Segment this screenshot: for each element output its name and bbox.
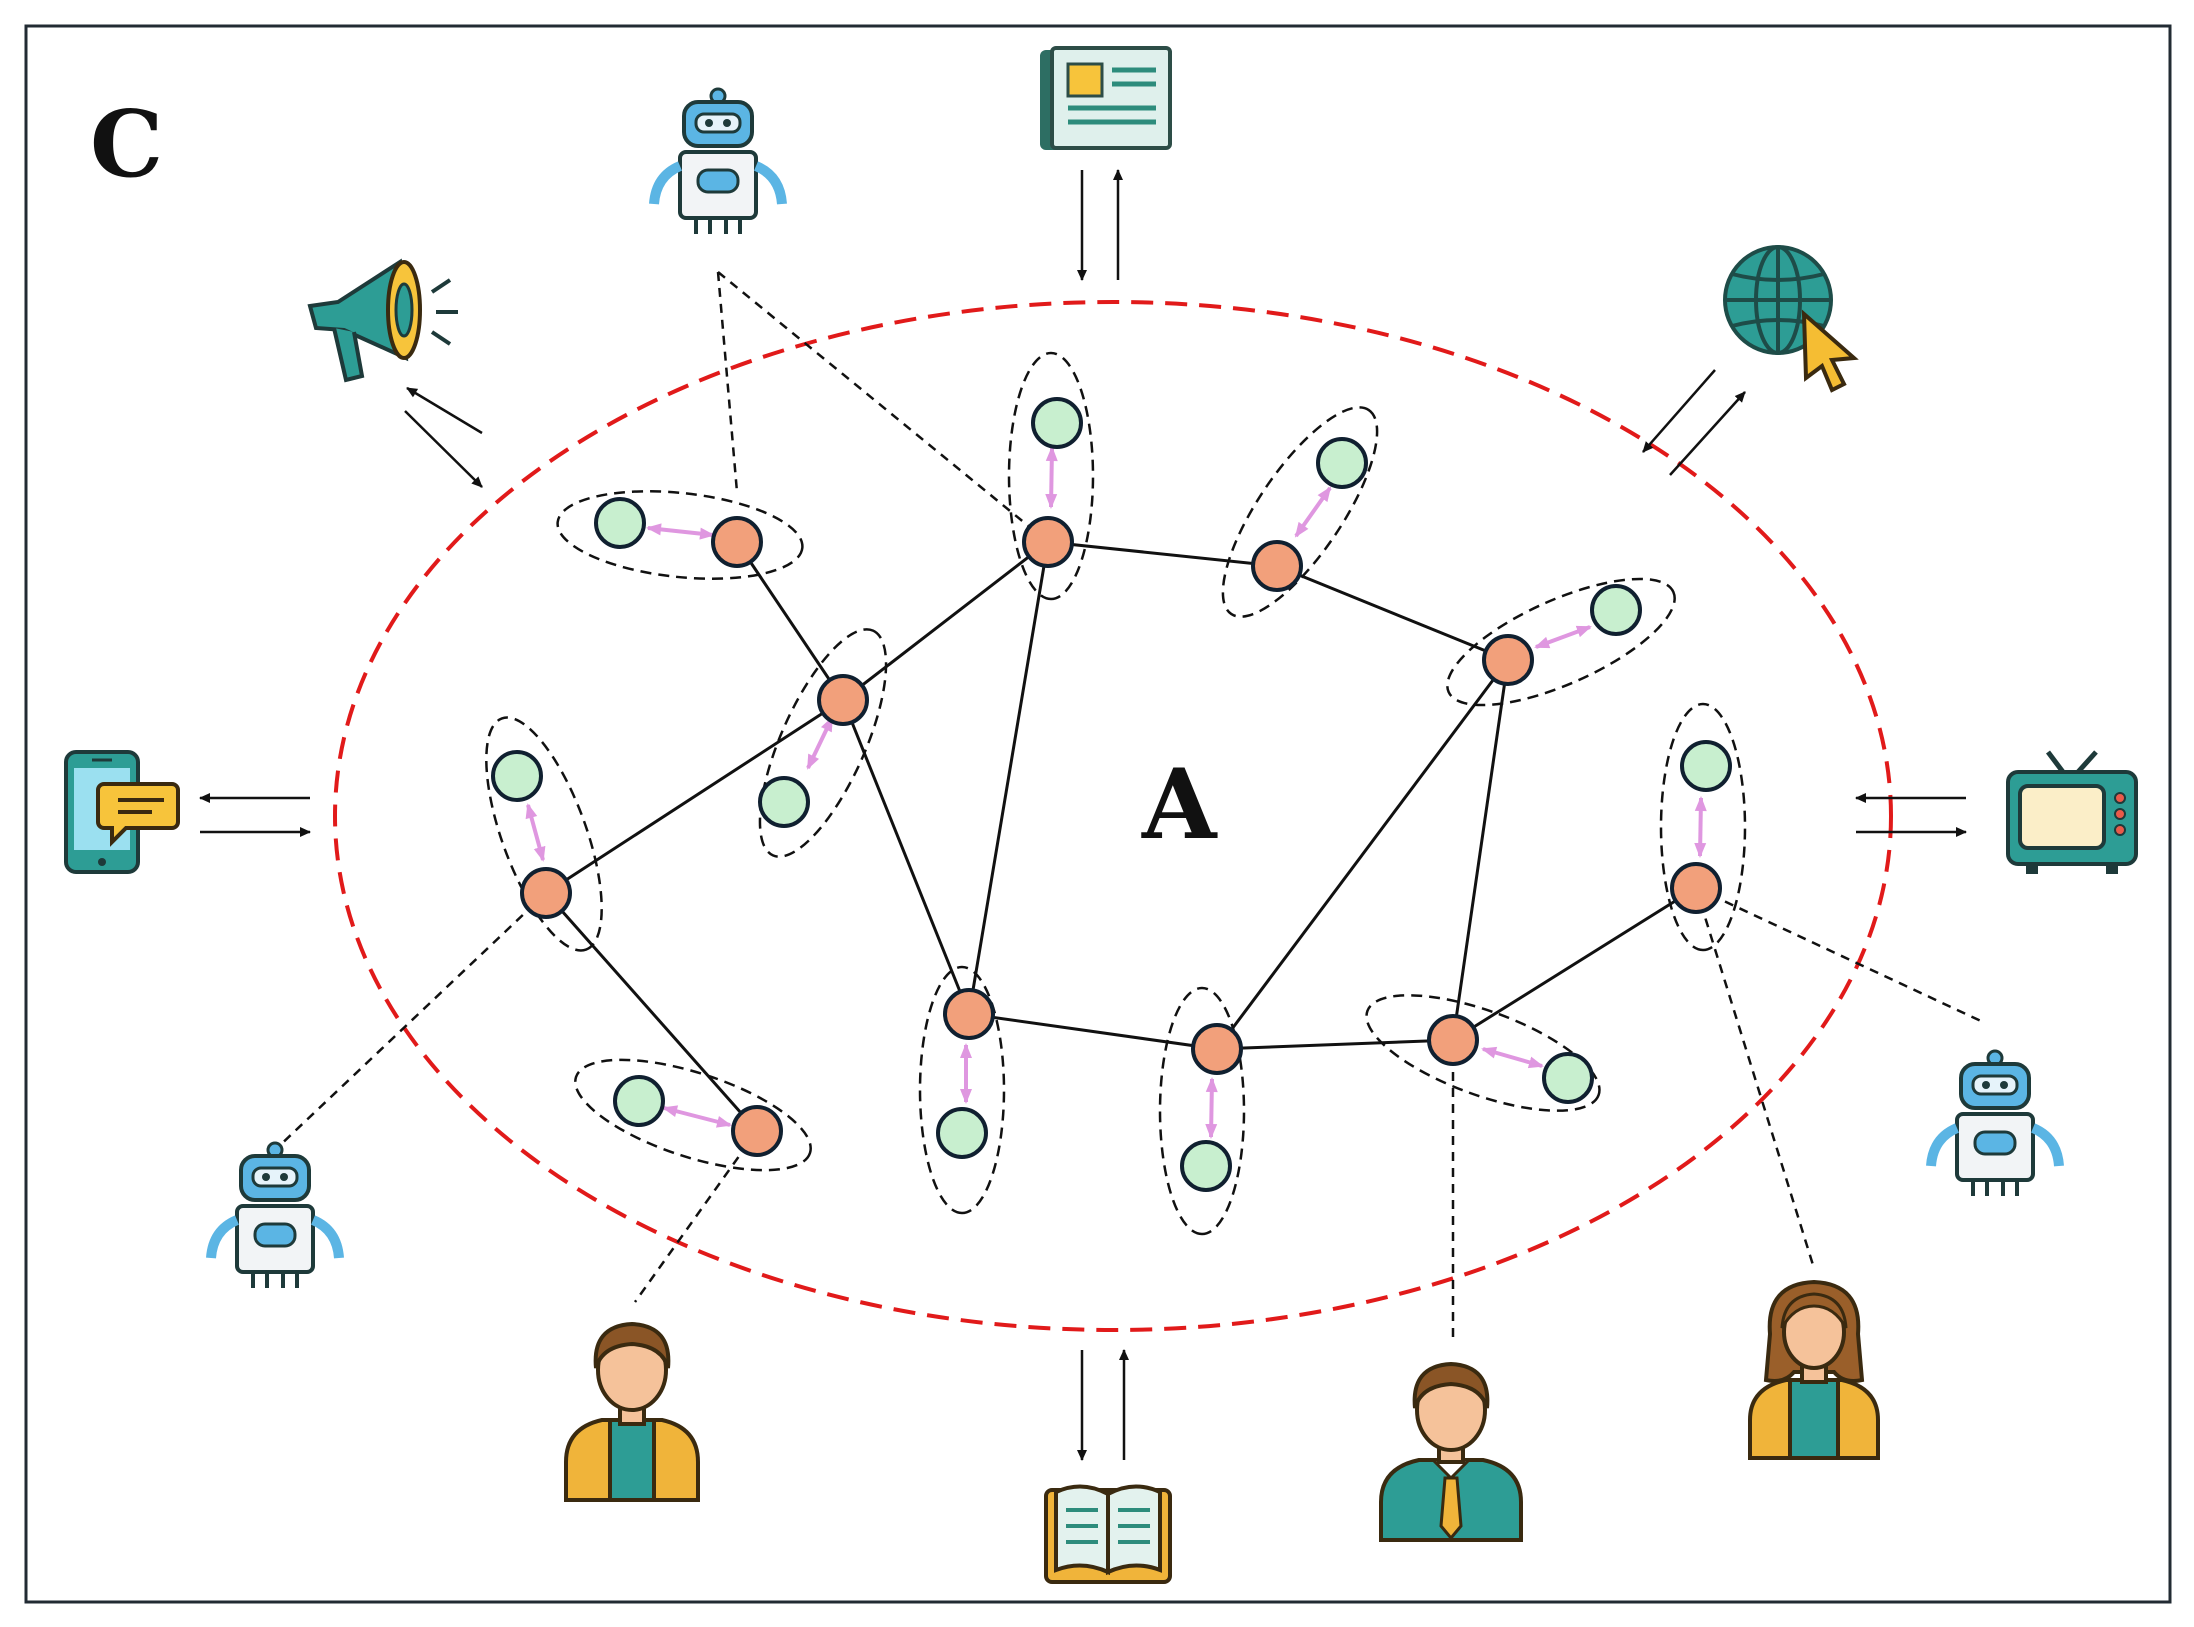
man-icon (564, 1321, 700, 1502)
core-node (817, 674, 869, 726)
robot-icon (649, 87, 787, 234)
core-node (1191, 1023, 1243, 1075)
peer-node (1590, 584, 1642, 636)
news-icon (1040, 46, 1172, 150)
external-links (274, 271, 1984, 1340)
book-icon (1044, 1484, 1172, 1584)
pair-groupings (485, 351, 1747, 1236)
peer-node (1316, 437, 1368, 489)
core-node (1427, 1014, 1479, 1066)
peer-node (1542, 1052, 1594, 1104)
core-node (711, 516, 763, 568)
robot-icon (1926, 1049, 2064, 1196)
core-node (520, 867, 572, 919)
peer-links (525, 446, 1707, 1139)
core-node (731, 1105, 783, 1157)
exchange-arrows (199, 169, 1967, 1461)
core-nodes (520, 516, 1722, 1157)
peer-node (594, 497, 646, 549)
globe-cursor-icon (1723, 245, 1859, 393)
man-tie-icon (1379, 1361, 1523, 1542)
core-edges (544, 540, 1697, 1132)
peer-node (758, 776, 810, 828)
megaphone-icon (307, 258, 458, 383)
robot-icon (206, 1141, 344, 1288)
woman-icon (1748, 1279, 1880, 1460)
peer-nodes (491, 397, 1732, 1192)
peer-node (1680, 740, 1732, 792)
core-node (1022, 516, 1074, 568)
panel-label: C (90, 90, 163, 198)
tv-icon (2006, 750, 2138, 874)
figure-frame (24, 24, 2172, 1604)
core-node (1251, 540, 1303, 592)
core-node (1670, 862, 1722, 914)
peer-node (1180, 1140, 1232, 1192)
phone-chat-icon (64, 750, 180, 874)
community-boundary (333, 300, 1893, 1332)
peer-node (1031, 397, 1083, 449)
peer-node (491, 750, 543, 802)
peer-node (613, 1075, 665, 1127)
center-label: A (1141, 748, 1218, 861)
core-node (1482, 634, 1534, 686)
core-node (943, 988, 995, 1040)
peer-node (936, 1107, 988, 1159)
